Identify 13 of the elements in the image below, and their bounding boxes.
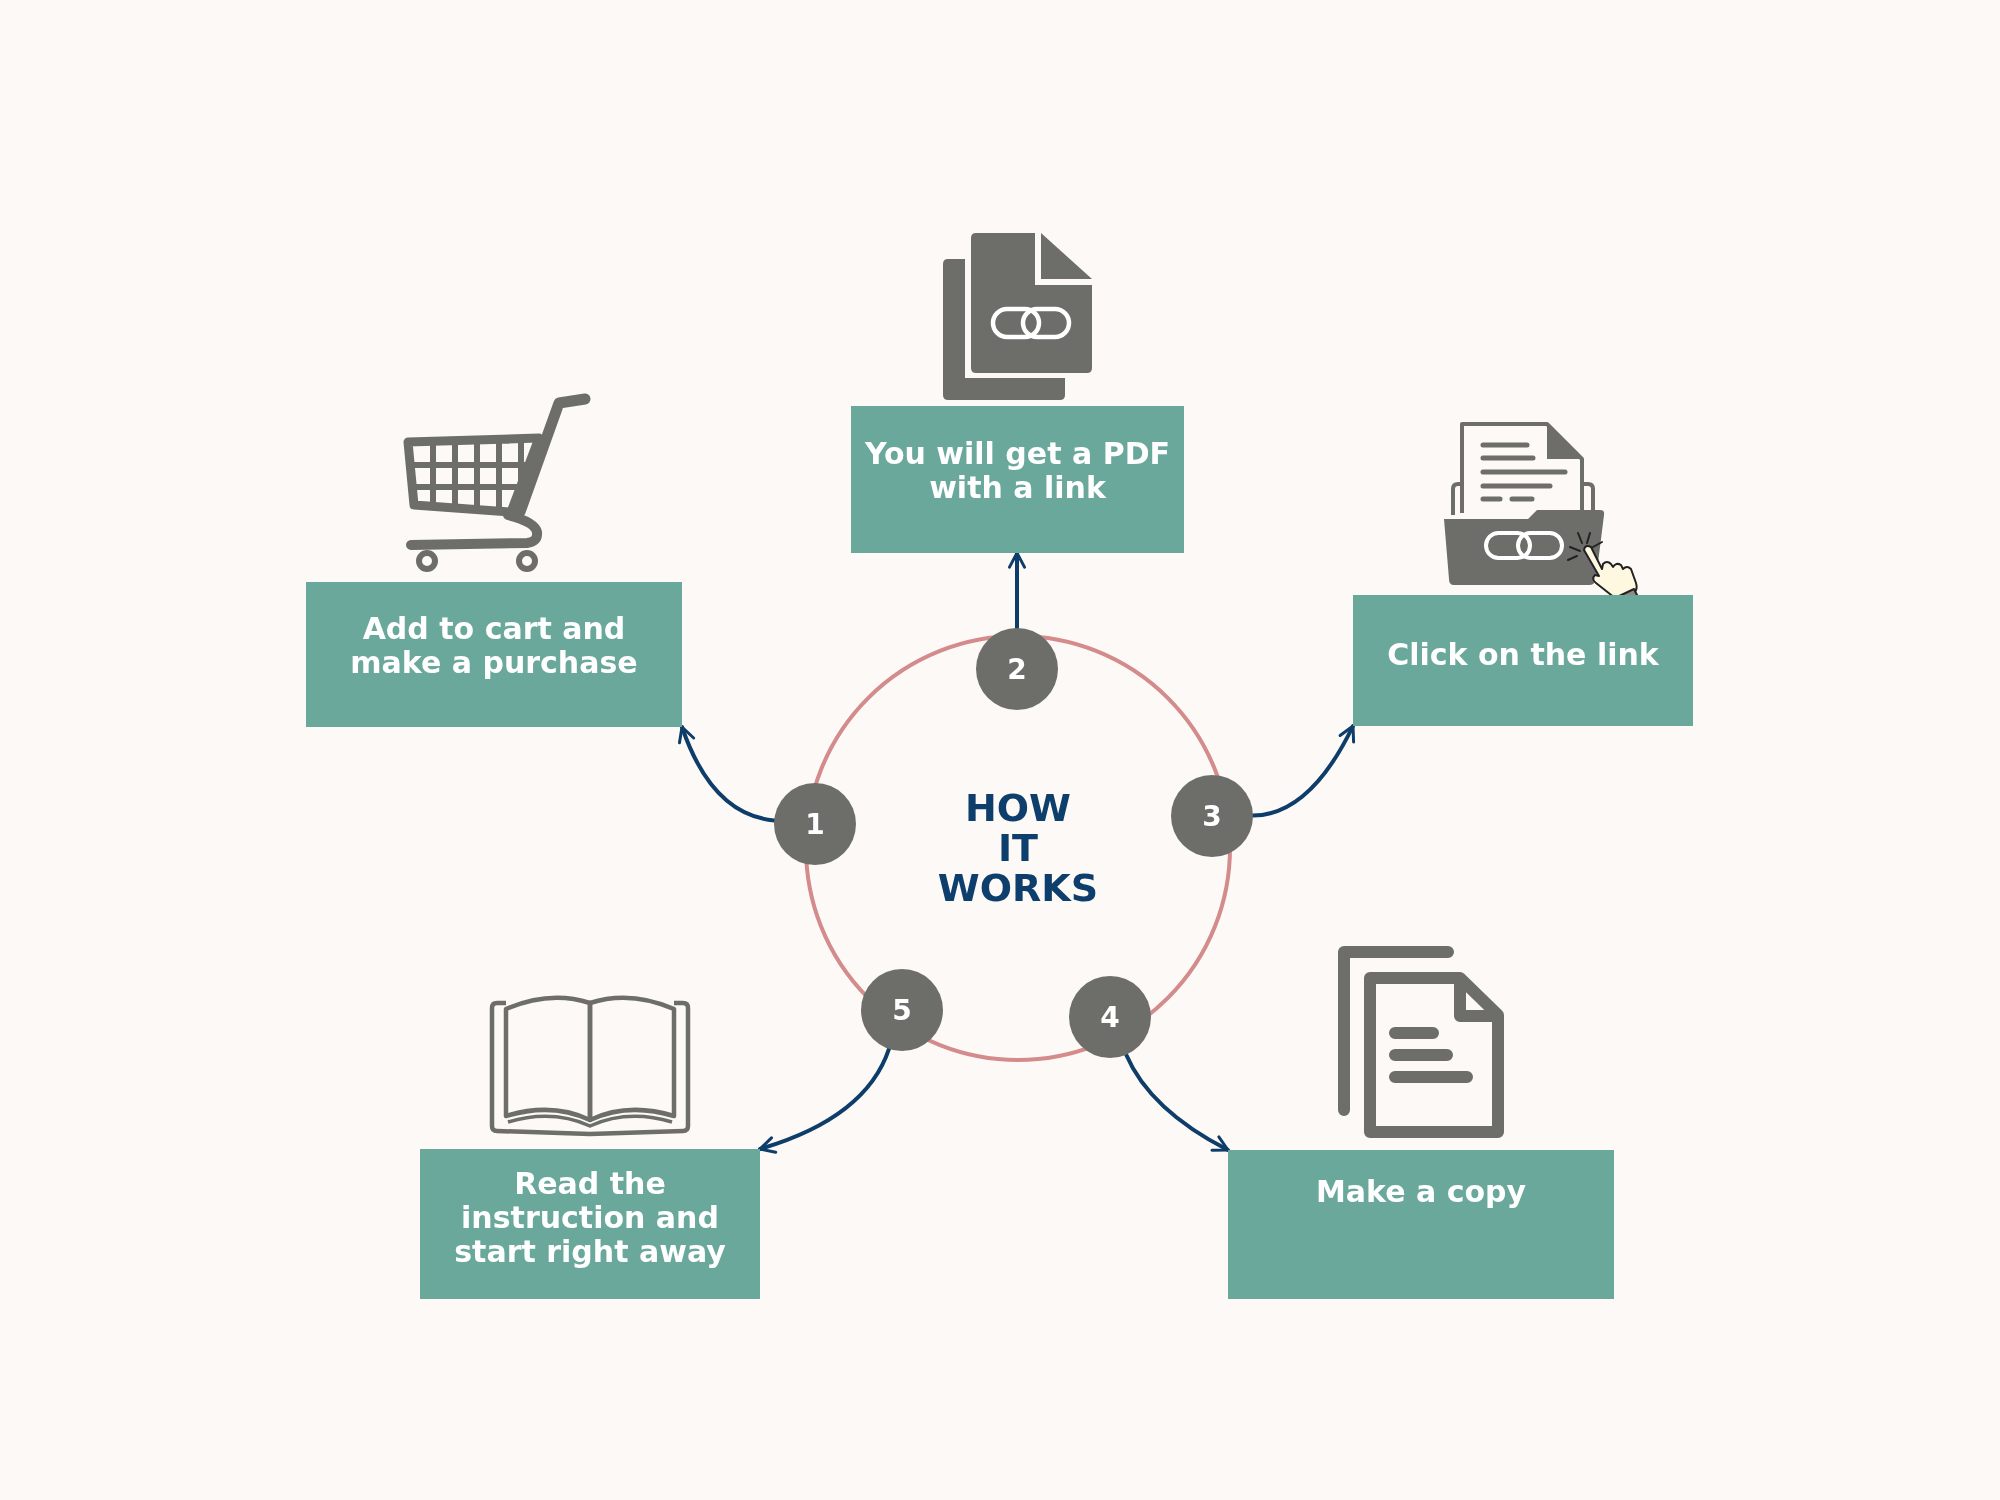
- step-card: Add to cart and make a purchase: [306, 582, 682, 727]
- arrow: [1008, 551, 1026, 630]
- arrow: [1251, 724, 1355, 818]
- center-heading: HOW IT WORKS: [937, 788, 1099, 908]
- arrow: [1124, 1052, 1230, 1152]
- step-card: Read the instruction and start right away: [420, 1149, 760, 1299]
- arrow: [678, 725, 777, 823]
- step-card: You will get a PDF with a link: [851, 406, 1184, 553]
- step-number-badge: 1: [774, 783, 856, 865]
- step-card: Click on the link: [1353, 595, 1693, 726]
- arrow: [758, 1046, 891, 1154]
- step-card: Make a copy: [1228, 1150, 1614, 1299]
- step-number-badge: 3: [1171, 775, 1253, 857]
